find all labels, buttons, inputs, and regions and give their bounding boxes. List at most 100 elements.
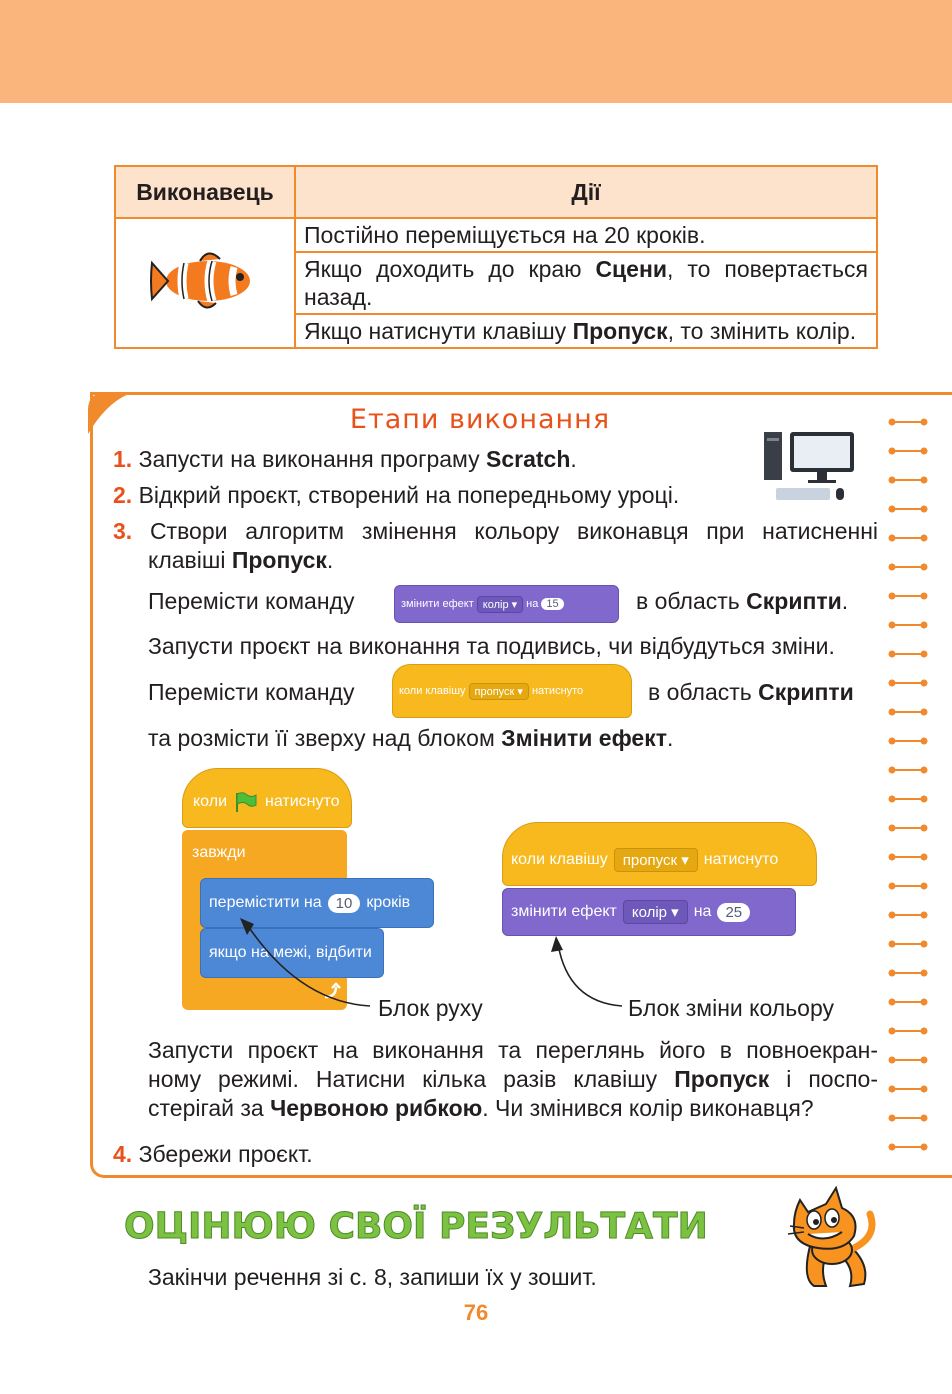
spiral-hole (920, 824, 928, 832)
block-label: натиснуто (703, 851, 779, 868)
text-span: , то повертається назад. (304, 256, 868, 310)
evaluate-text: Закінчи речення зі с. 8, запиши їх у зош… (148, 1264, 597, 1290)
spiral-hole (920, 418, 928, 426)
spiral-hole (920, 534, 928, 542)
effect-dropdown[interactable]: колір ▾ (622, 900, 688, 924)
text-span: клавіші (148, 547, 232, 573)
key-dropdown[interactable]: пропуск ▾ (468, 682, 529, 700)
spiral-hole (920, 911, 928, 919)
text-span: Збережи проєкт. (132, 1141, 313, 1167)
text-span: Запусти на виконання програму (132, 446, 487, 472)
spiral-hole (888, 940, 896, 948)
step-2: 2. Відкрий проєкт, створений на попередн… (113, 481, 679, 510)
text-span: в область (636, 588, 747, 614)
step-number: 4. (113, 1141, 133, 1167)
spiral-hole (920, 766, 928, 774)
text-span: стерігай за (148, 1095, 271, 1121)
key-dropdown[interactable]: пропуск ▾ (613, 848, 698, 872)
block-label: натиснуто (265, 793, 340, 810)
spiral-hole (920, 476, 928, 484)
spiral-hole (888, 1085, 896, 1093)
spiral-hole (920, 998, 928, 1006)
text-span: . (570, 446, 577, 472)
spiral-hole (888, 505, 896, 513)
bounce-block[interactable]: якщо на межі, відбити (200, 928, 384, 978)
spiral-hole (920, 853, 928, 861)
green-flag-icon (236, 792, 257, 812)
spiral-hole (888, 1143, 896, 1151)
bold-span: Сцени (595, 256, 668, 282)
place-instruction: та розмісти її зверху над блоком Змінити… (148, 724, 673, 753)
move-instruction-2-post: в область Скрипти (648, 678, 854, 707)
spiral-hole (888, 476, 896, 484)
panel-corner-tab (88, 392, 134, 434)
clownfish-icon (150, 252, 250, 309)
spiral-hole (888, 650, 896, 658)
spiral-hole (920, 969, 928, 977)
when-key-pressed-block[interactable]: коли клавішу пропуск ▾ натиснуто (502, 822, 817, 886)
evaluate-title: ОЦІНЮЮ СВОЇ РЕЗУЛЬТАТИ (124, 1206, 709, 1248)
text-span: . (326, 547, 334, 573)
spiral-hole (920, 679, 928, 687)
step-3-line1: 3. Створи алгоритм змінення кольору вико… (113, 517, 878, 546)
spiral-hole (888, 679, 896, 687)
spiral-hole (888, 1027, 896, 1035)
page-number: 76 (463, 1300, 489, 1325)
effect-value-input[interactable]: 15 (541, 598, 564, 610)
motion-block-label: Блок руху (378, 995, 483, 1021)
bold-span: Пропуск (572, 318, 668, 344)
steps-value-input[interactable]: 10 (327, 893, 361, 913)
move-instruction-1-pre: Перемісти команду (148, 588, 355, 614)
text-span: , то змінить колір. (667, 318, 857, 344)
text-span: . (841, 588, 849, 614)
text-span: . Чи змінився колір виконавця? (482, 1095, 814, 1121)
spiral-hole (920, 737, 928, 745)
step-1: 1. Запусти на виконання програму Scratch… (113, 445, 577, 474)
dropdown-value: пропуск (622, 852, 678, 869)
spiral-hole (920, 708, 928, 716)
table-row: Постійно переміщується на 20 кроків. (114, 217, 878, 349)
effect-value-input[interactable]: 25 (717, 902, 751, 922)
bold-span: Скрипти (758, 679, 854, 705)
step-number: 3. (113, 518, 133, 544)
move-steps-block[interactable]: перемістити на 10 кроків (200, 878, 434, 928)
effect-dropdown[interactable]: колір ▾ (476, 595, 524, 613)
text-span: Якщо натиснути клавішу (304, 318, 573, 344)
bold-span: Пропуск (231, 547, 327, 573)
step-4: 4. Збережи проєкт. (113, 1140, 313, 1169)
run-instruction-2-line2: ному режимі. Натисни кілька разів клавіш… (148, 1065, 878, 1094)
action-move: Постійно переміщується на 20 кроків. (294, 217, 878, 253)
actions-table: Виконавець Дії Постійно переміщується на… (114, 165, 878, 349)
spiral-hole (920, 882, 928, 890)
block-label: коли клавішу (399, 685, 466, 697)
block-label: коли клавішу (511, 851, 608, 868)
spiral-hole (888, 708, 896, 716)
spiral-hole (888, 592, 896, 600)
run-instruction-2-line3: стерігай за Червоною рибкою. Чи змінився… (148, 1094, 814, 1123)
loop-arrow-icon (324, 982, 341, 999)
when-flag-clicked-block[interactable]: коли натиснуто (182, 768, 352, 828)
spiral-hole (888, 824, 896, 832)
spiral-hole (888, 534, 896, 542)
dropdown-value: колір (482, 598, 509, 611)
spiral-hole (888, 1114, 896, 1122)
spiral-hole (920, 1085, 928, 1093)
text-span: Відкрий проєкт, створений на попередньом… (132, 482, 680, 508)
move-instruction-1-post: в область Скрипти. (636, 587, 848, 616)
move-instruction-2-pre: Перемісти команду (148, 679, 355, 705)
spiral-hole (920, 447, 928, 455)
bold-span: Змінити ефект (501, 725, 667, 751)
text-span: Створи алгоритм змінення кольору виконав… (132, 518, 878, 544)
spiral-hole (920, 621, 928, 629)
block-label: якщо на межі, відбити (209, 944, 372, 961)
block-label: коли (193, 793, 227, 810)
run-instruction-1: Запусти проєкт на виконання та подивись,… (148, 633, 835, 659)
when-key-block-inline[interactable]: коли клавішу пропуск ▾ натиснуто (392, 664, 632, 718)
change-effect-block[interactable]: змінити ефект колір ▾ на 25 (502, 888, 796, 936)
step-3-line2: клавіші Пропуск. (148, 546, 333, 575)
run-instruction-2-line1: Запусти проєкт на виконання та переглянь… (148, 1037, 878, 1063)
action-color: Якщо натиснути клавішу Пропуск, то зміни… (294, 313, 878, 349)
change-effect-block-inline[interactable]: змінити ефект колір ▾ на 15 (394, 585, 619, 623)
forever-block[interactable]: завжди (182, 830, 347, 876)
